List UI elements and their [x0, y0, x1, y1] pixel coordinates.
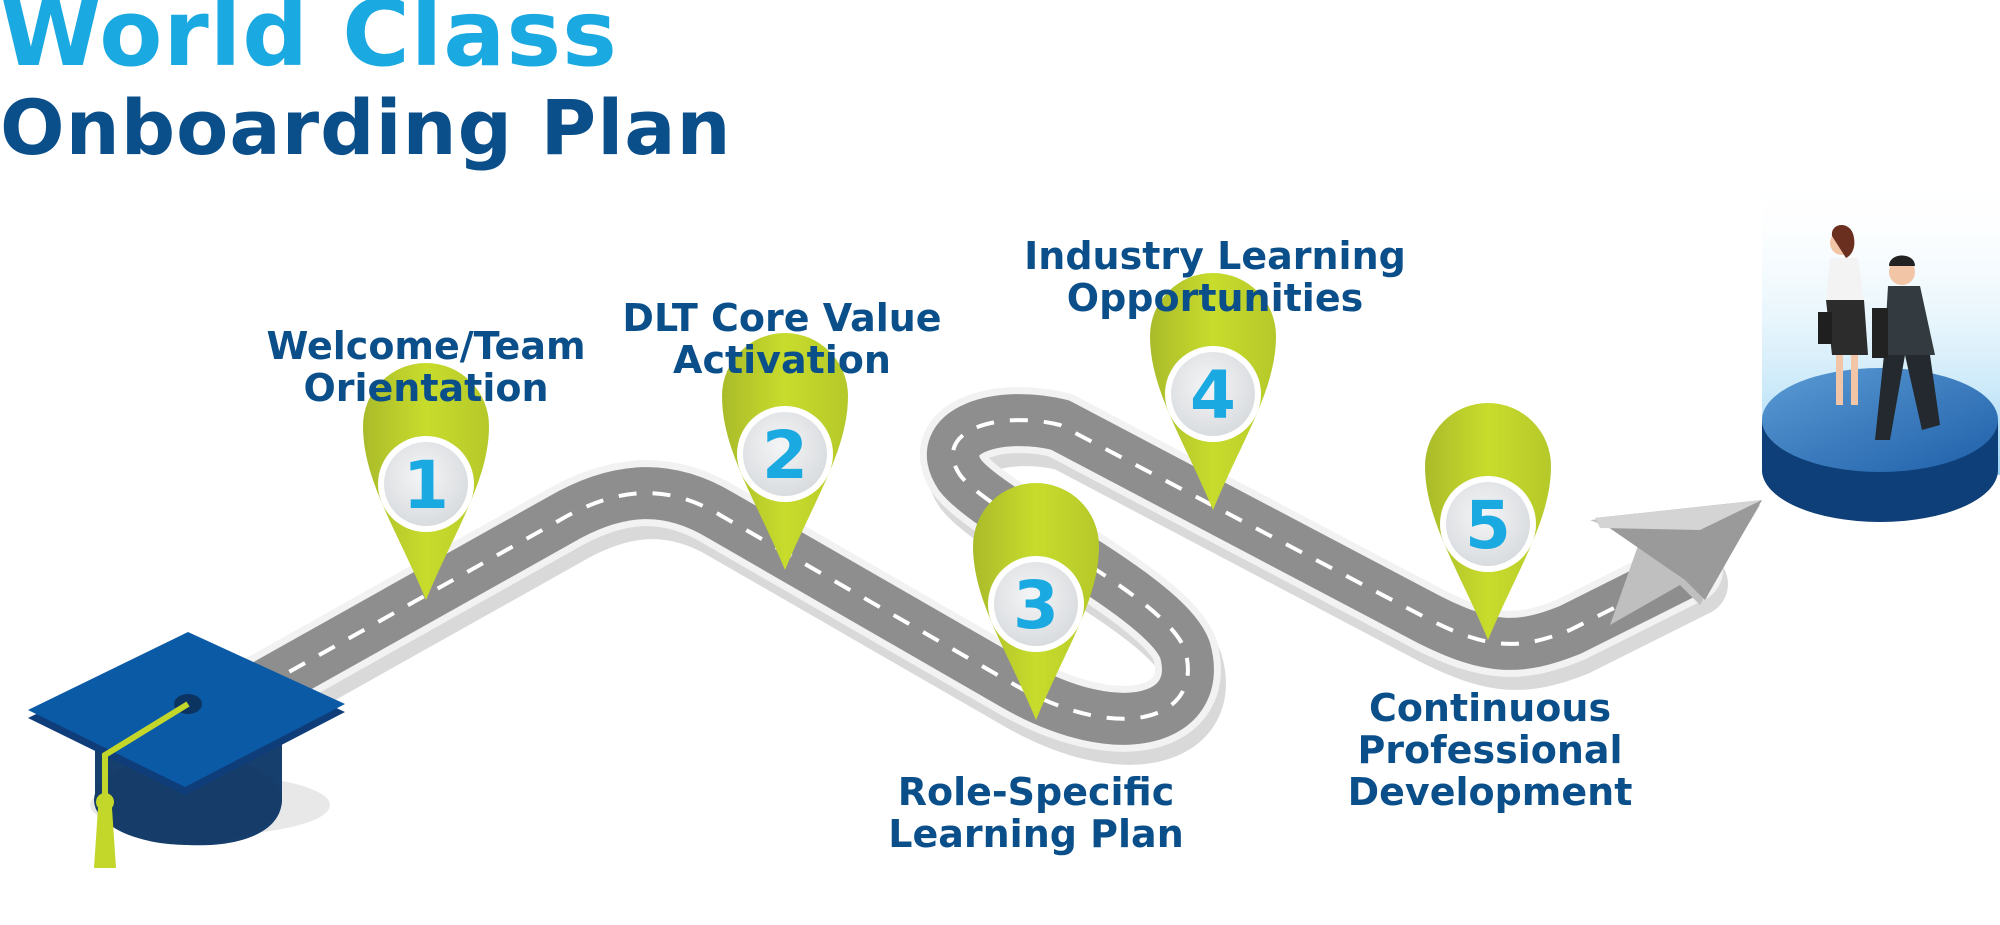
step-number-5: 5	[1465, 487, 1511, 564]
step-pin-3: 3	[973, 483, 1099, 720]
step-pin-4: 4	[1150, 273, 1276, 510]
step-pin-2: 2	[722, 333, 848, 570]
graduation-cap-icon	[28, 632, 345, 868]
step-number-2: 2	[762, 417, 808, 494]
road-icon	[197, 387, 1728, 765]
step-number-4: 4	[1190, 357, 1236, 434]
business-people-icon	[1762, 175, 2000, 522]
step-pin-1: 1	[363, 363, 489, 600]
step-label-5: Continuous Professional Development	[1347, 686, 1633, 814]
step-label-3: Role-Specific Learning Plan	[888, 770, 1184, 856]
title-line-2: Onboarding Plan	[0, 83, 732, 172]
step-label-4: Industry Learning Opportunities	[1024, 234, 1406, 320]
step-pin-5: 5	[1425, 403, 1551, 640]
arrow-icon	[1590, 500, 1762, 625]
step-number-3: 3	[1013, 567, 1059, 644]
step-number-1: 1	[403, 447, 449, 524]
step-label-1: Welcome/Team Orientation	[266, 324, 586, 410]
step-label-2: DLT Core Value Activation	[622, 296, 942, 382]
title-line-1: World Class	[0, 0, 618, 87]
